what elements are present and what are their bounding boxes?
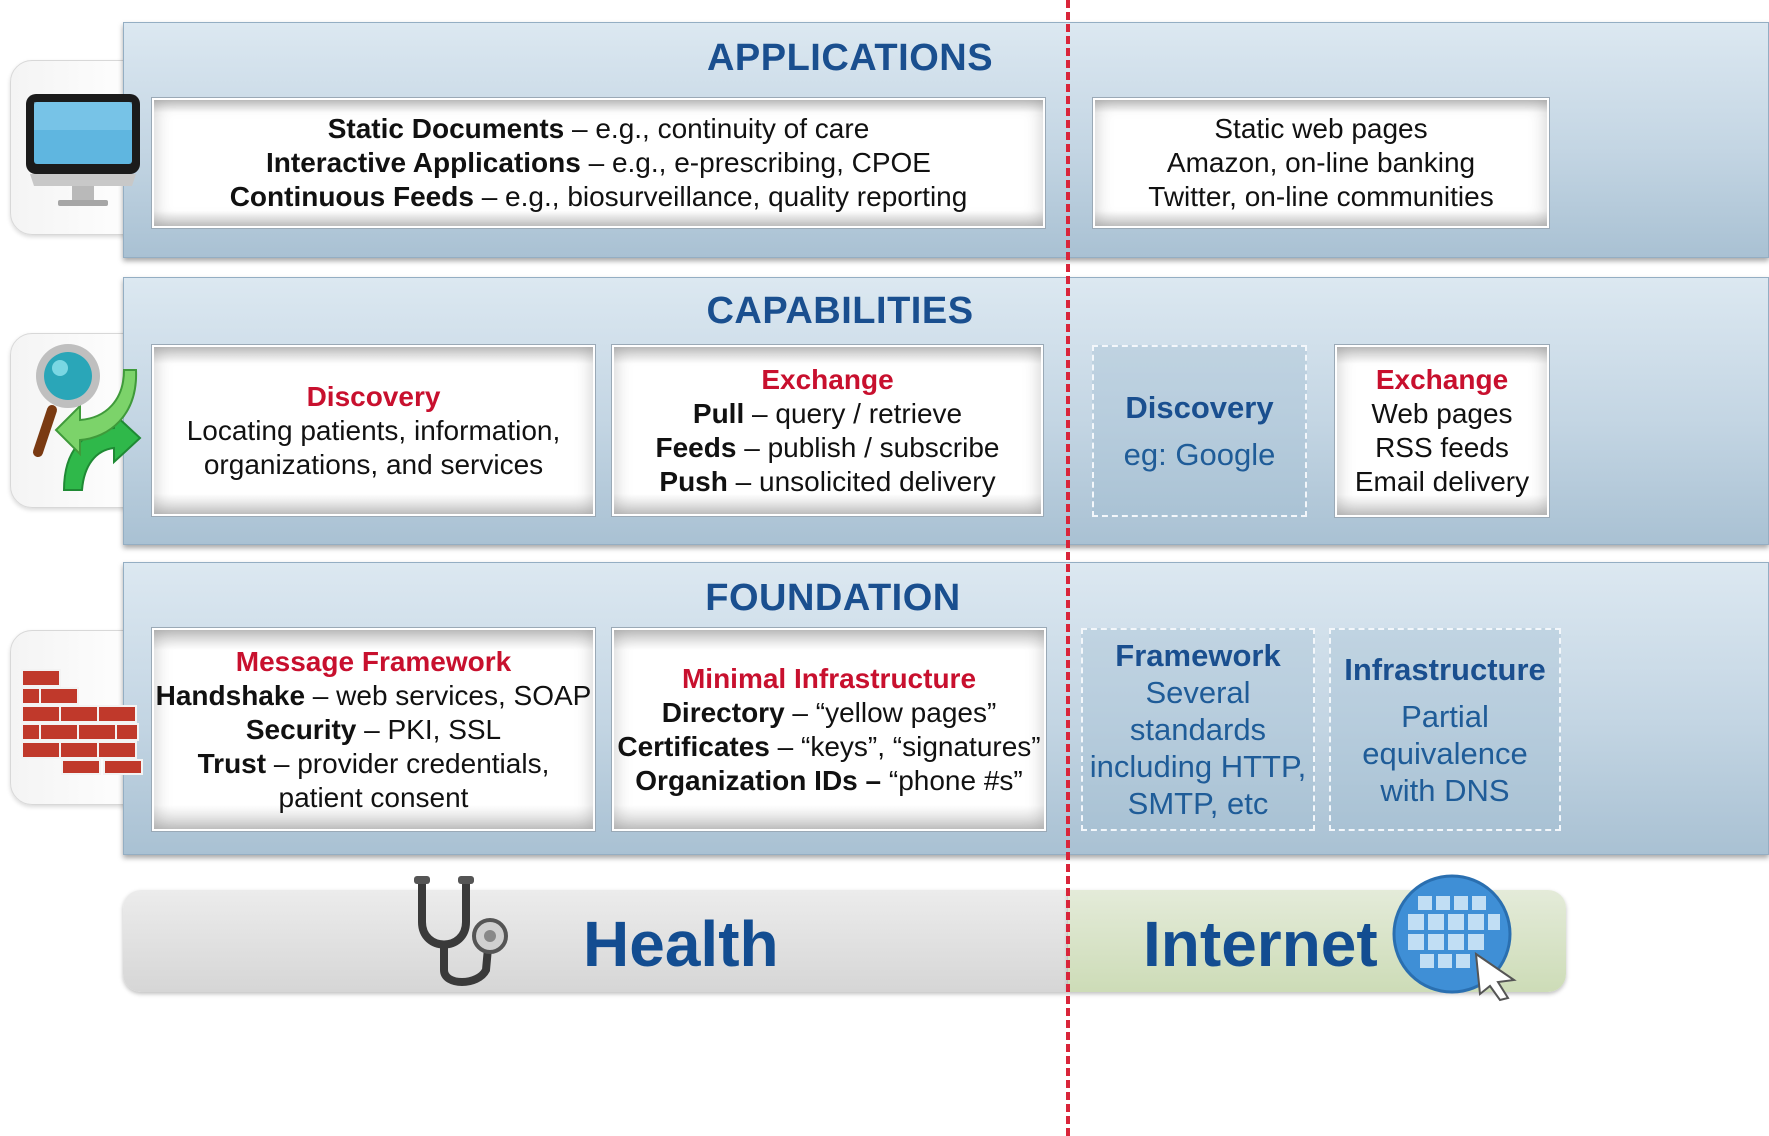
mi-line-1: Directory – “yellow pages” — [661, 696, 997, 728]
mf-line-1: Handshake – web services, SOAP — [155, 679, 592, 711]
internet-exchange-line-1: Web pages — [1371, 398, 1513, 429]
app-line-2: Interactive Applications – e.g., e-presc… — [266, 147, 931, 178]
discovery-line-1: Locating patients, information, — [186, 414, 561, 446]
internet-app-line-1: Static web pages — [1214, 113, 1428, 144]
globe-cursor-icon — [1392, 874, 1517, 1002]
ii-line-3: with DNS — [1380, 772, 1510, 808]
mi-line-3: Organization IDs – “phone #s” — [635, 764, 1023, 796]
discovery-line-2: organizations, and services — [203, 448, 544, 480]
internet-app-line-2: Amazon, on-line banking — [1166, 147, 1476, 178]
internet-app-line-3: Twitter, on-line communities — [1148, 181, 1494, 212]
internet-framework-heading: Framework — [1115, 638, 1281, 673]
internet-exchange-card: Exchange Web pages RSS feeds Email deliv… — [1335, 345, 1549, 517]
message-framework-card: Message Framework Handshake – web servic… — [152, 628, 595, 831]
if-line-2: standards — [1129, 712, 1267, 747]
internet-discovery-box: Discovery eg: Google — [1092, 345, 1307, 517]
mi-line-2: Certificates – “keys”, “signatures” — [617, 730, 1041, 762]
internet-applications-card: Static web pages Amazon, on-line banking… — [1093, 98, 1549, 228]
monitor-icon — [26, 94, 140, 206]
internet-exchange-heading: Exchange — [1375, 364, 1509, 395]
exchange-card: Exchange Pull – query / retrieve Feeds –… — [612, 345, 1043, 516]
internet-infrastructure-heading: Infrastructure — [1344, 651, 1546, 687]
health-footer — [123, 890, 1068, 992]
health-internet-divider — [1066, 0, 1070, 1136]
health-applications-card: Static Documents – e.g., continuity of c… — [152, 98, 1045, 228]
magnifier-arrows-icon — [33, 344, 142, 491]
discovery-card: Discovery Locating patients, information… — [152, 345, 595, 516]
internet-discovery-heading: Discovery — [1125, 390, 1274, 425]
if-line-4: SMTP, etc — [1127, 786, 1269, 821]
ii-line-1: Partial — [1401, 698, 1489, 734]
app-line-1: Static Documents – e.g., continuity of c… — [327, 113, 870, 144]
exchange-line-1: Pull – query / retrieve — [692, 397, 963, 429]
app-line-3: Continuous Feeds – e.g., biosurveillance… — [229, 181, 968, 212]
minimal-infrastructure-card: Minimal Infrastructure Directory – “yell… — [612, 628, 1046, 831]
applications-title: APPLICATIONS — [706, 37, 994, 79]
ii-line-2: equivalence — [1362, 735, 1528, 771]
message-framework-heading: Message Framework — [235, 645, 512, 677]
internet-exchange-line-3: Email delivery — [1354, 466, 1530, 497]
internet-exchange-line-2: RSS feeds — [1375, 432, 1509, 463]
internet-infrastructure-box: Infrastructure Partial equivalence with … — [1329, 628, 1561, 831]
discovery-heading: Discovery — [306, 380, 441, 412]
mf-line-4: patient consent — [278, 781, 469, 813]
stethoscope-icon — [414, 876, 508, 986]
internet-discovery-text: eg: Google — [1123, 437, 1276, 472]
exchange-heading: Exchange — [761, 363, 894, 395]
brick-wall-icon — [21, 669, 143, 775]
internet-framework-box: Framework Several standards including HT… — [1081, 628, 1315, 831]
if-line-1: Several — [1145, 675, 1251, 710]
internet-label: Internet — [1143, 908, 1378, 980]
exchange-line-2: Feeds – publish / subscribe — [655, 431, 1000, 463]
foundation-title: FOUNDATION — [705, 577, 961, 619]
mf-line-3: Trust – provider credentials, — [197, 747, 550, 779]
exchange-line-3: Push – unsolicited delivery — [659, 465, 996, 497]
minimal-infrastructure-heading: Minimal Infrastructure — [681, 662, 977, 694]
if-line-3: including HTTP, — [1089, 749, 1307, 784]
capabilities-title: CAPABILITIES — [706, 290, 974, 332]
health-label: Health — [583, 908, 779, 980]
mf-line-2: Security – PKI, SSL — [245, 713, 502, 745]
